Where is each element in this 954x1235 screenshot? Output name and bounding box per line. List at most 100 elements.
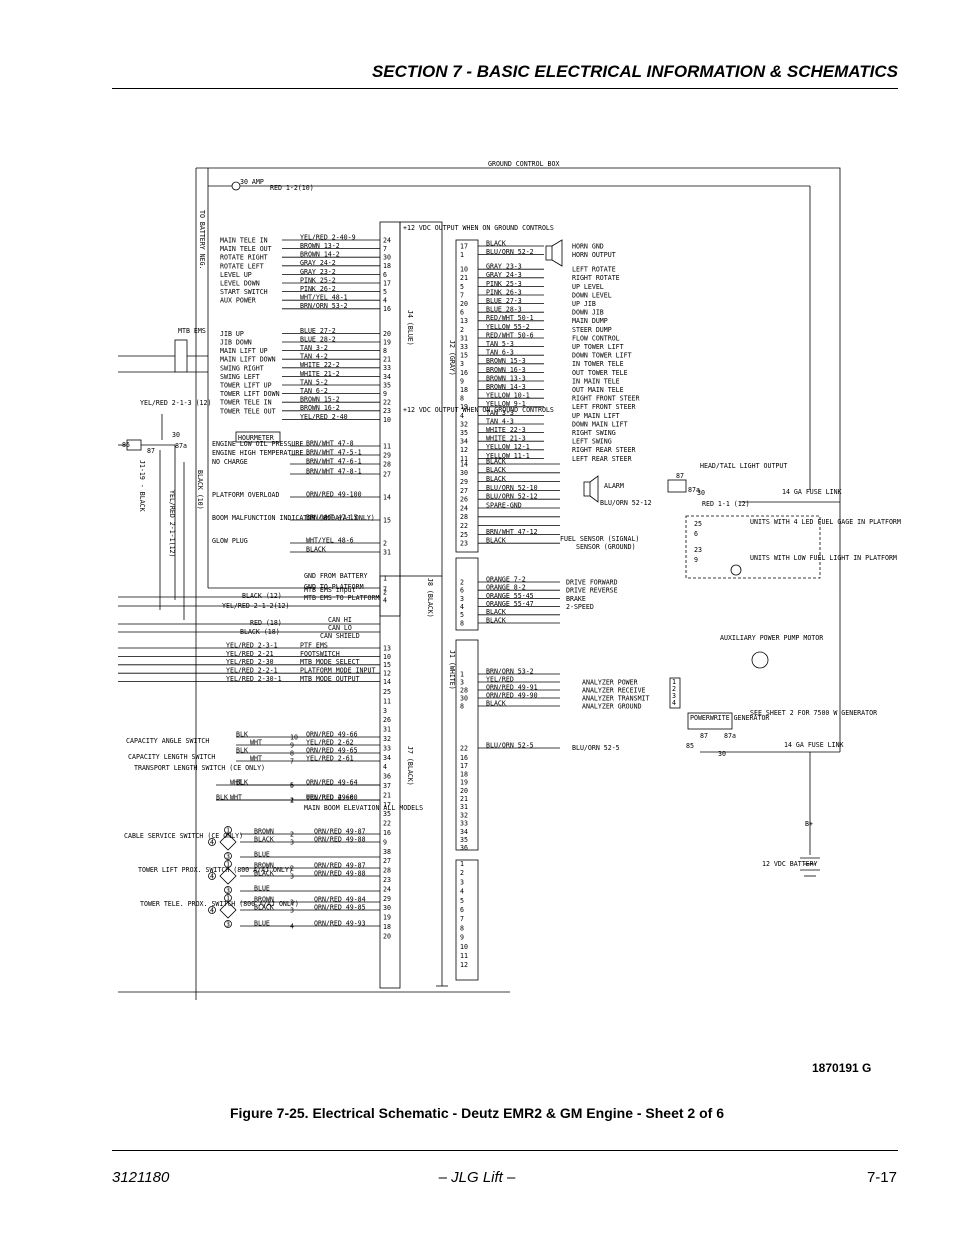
j7-pin-extra: 38 [383,848,391,856]
switch-wire-label: GRAY 23-2 [300,268,336,276]
yel-red-2-1-3-label: YEL/RED 2-1-3 (12) [140,399,211,407]
circle-number-text: 1 [226,826,230,834]
j2-wire-label: PINK 26-3 [486,288,522,296]
j1-wire-label: ORN/RED 49-90 [486,691,538,699]
j8-output-label: DRIVE FORWARD [566,578,618,586]
fuel-sensor-signal-label: FUEL SENSOR (SIGNAL) [560,535,639,543]
j7-switch-wire-label: ORN/RED 49-64 [306,778,358,786]
j2-pin: 35 [460,429,468,437]
header-rule [112,88,898,89]
analyzer-connector [669,677,681,709]
prox-pin: 3 [290,838,294,846]
engine-label: GLOW PLUG [212,537,248,545]
j8-left-label: GND FROM BATTERY [304,572,368,580]
j7-pin: 13 [383,644,391,652]
j2-wire-label: BROWN 16-3 [486,366,526,374]
j7-switch-color: WHT [230,778,242,786]
j2-lower-wire-label: BLACK [486,466,506,474]
j2-wire-label: YELLOW 11-1 [486,452,530,460]
j2-wire-label: WHITE 21-3 [486,435,526,443]
switch-label: TOWER LIFT UP [220,382,272,390]
hourmeter-label: HOURMETER [238,434,274,442]
switch-label: MAIN LIFT DOWN [220,356,276,364]
j7-pin-extra: 11 [383,697,391,705]
footer-doc-number: 3121180 [112,1169,170,1186]
switch-wire-label: BLUE 28-2 [300,335,336,343]
j7-switch-wire-label: ORN/RED 49-60 [306,793,358,801]
j4-pin: 8 [383,347,387,355]
switch-wire-label: BROWN 14-2 [300,251,340,259]
j1-pin-extra: 20 [460,787,468,795]
relay3-30: 30 [718,750,726,758]
j7-pin-extra: 29 [383,895,391,903]
j4-pin: 11 [383,442,391,450]
head-tail-relay [667,479,687,493]
j2-lower-wire-label: BLU/ORN 52-10 [486,484,538,492]
j7-upper-wire-label: YEL/RED 2-30 [226,658,274,666]
prox-color: BLUE [254,850,270,858]
footer-page: 7-17 [866,1169,897,1186]
j7-switch-pin: 5 [290,781,294,789]
j1-output-label: ANALYZER GROUND [582,702,642,710]
pin-9: 9 [694,556,698,564]
yel-red-2-1-1-label: YEL/RED 2-1-1(12) [168,490,176,558]
prox-wire-label: ORN/RED 49-85 [314,903,366,911]
right-lower-group: AUXILIARY POWER PUMP MOTOR 1 2 3 4 POWER… [572,590,877,877]
j4-label: J4 (BLUE) [406,310,414,346]
engine-wire-label: BRN/WHT 47-6-1 [306,457,362,465]
bottom-pin: 12 [460,961,468,969]
switch-wire-label: PINK 25-2 [300,276,336,284]
switch-wire-label: BLUE 27-2 [300,327,336,335]
bottom-pin: 2 [460,869,464,877]
j2-pin: 21 [460,274,468,282]
j7-switch-pin: 10 [290,733,298,741]
j7-pin: 12 [383,670,391,678]
red-1-1-12-label: RED 1-1 (12) [702,500,750,508]
pin-25: 25 [694,520,702,528]
j1-pin: 1 [460,670,464,678]
j7-pin-extra: 32 [383,735,391,743]
j2-wire-label: TAN 5-3 [486,340,514,348]
circle-number [208,906,216,914]
engine-wire-label: ORN/RED 49-100 [306,490,362,498]
j2-pin: 16 [460,369,468,377]
j2-wire-label: YELLOW 9-1 [486,400,526,408]
bottom-pin: 10 [460,943,468,951]
j4-pin: 17 [383,279,391,287]
circle-number [224,894,232,902]
j7-pin-extra: 23 [383,876,391,884]
j7-pin-extra: 22 [383,820,391,828]
j2-pin: 10 [460,266,468,274]
j7-pin-extra: 37 [383,782,391,790]
switch-wire-label: WHITE 21-2 [300,370,340,378]
j2-lower-wire-label: BLU/ORN 52-12 [486,493,538,501]
prox-pin: 3 [290,906,294,914]
j4-pin: 16 [383,305,391,313]
switch-wire-label: TAN 3-2 [300,344,328,352]
engine-wire-label: BRN/WHT 47-15 [306,513,358,521]
j2-output-label: RIGHT ROTATE [572,274,620,282]
j2-lower-wire-label: BLACK [486,475,506,483]
j2-pin: 18 [460,386,468,394]
j2-lower-pin: 22 [460,522,468,530]
j2-pin: 6 [460,309,464,317]
j2-pin: 33 [460,343,468,351]
j8-pin: 5 [460,611,464,619]
relay-87: 87 [147,447,155,455]
j7-label: J7 (BLACK) [406,746,414,786]
b-plus-label: B+ [805,820,813,828]
j7-switch-wire-label: YEL/RED 2-62 [306,738,354,746]
j7-switch-color: WHT [230,793,242,801]
engine-label: NO CHARGE [212,458,248,466]
bottom-pin: 9 [460,934,464,942]
units-led-label: UNITS WITH 4 LED FUEL GAGE IN PLATFORM [750,518,901,526]
box-title: GROUND CONTROL BOX [488,160,559,168]
prox-wire-label: ORN/RED 49-84 [314,895,366,903]
j7-switch-pin: 1 [290,796,294,804]
circle-number [208,872,216,880]
j2-wire-label: TAN 3-3 [486,409,514,417]
pin-23: 23 [694,546,702,554]
j7-upper-text: PTF EMS [300,641,328,649]
prox-pin: 3 [290,872,294,880]
switch-label: AUX POWER [220,297,256,305]
